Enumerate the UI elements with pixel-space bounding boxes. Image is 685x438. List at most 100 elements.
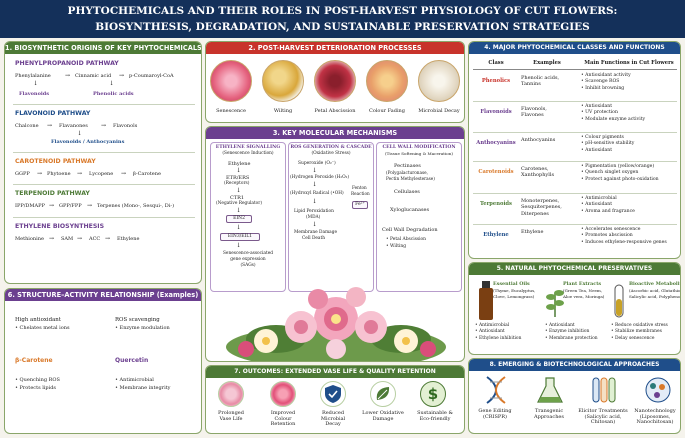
- mech-xyloglucanases: Xyloglucanases: [390, 207, 430, 213]
- divider: [13, 184, 195, 185]
- node-p-coumaroyl: p-Coumaroyl-CoA: [129, 73, 174, 79]
- class-function: • Inhibit browning: [581, 85, 625, 91]
- arrow-down: ↓: [312, 221, 318, 228]
- preservative-examples: Salicylic acid, Polyphenols): [629, 293, 681, 299]
- header-rule: [473, 69, 677, 70]
- arrow-down: ↓: [236, 167, 242, 174]
- arrow: →: [121, 170, 127, 177]
- node-phenylalanine: Phenylalanine: [15, 73, 51, 79]
- class-example: Tannins: [521, 81, 541, 88]
- mech-negative-regulator: (Negative Regulator): [216, 201, 263, 206]
- label-microbial-decay: Microbial Decay: [418, 108, 460, 114]
- class-function: • Antioxidant: [581, 104, 613, 109]
- flower-icon: [270, 381, 296, 407]
- mech-petal-abscission: • Petal Abscission: [386, 237, 427, 242]
- node-gpp-fpp: GPP/FPP: [59, 203, 82, 209]
- preservative-benefit: • Reduce oxidative stress: [611, 323, 668, 328]
- panel-structure-activity: 6. STRUCTURE–ACTIVITY RELATIONSHIP (Exam…: [4, 288, 202, 434]
- arrow-down: ↓: [312, 181, 318, 188]
- class-function: • Antioxidant: [581, 147, 613, 153]
- mech-membrane-damage: Membrane Damage: [294, 230, 337, 235]
- preservative-examples: Aloe vera, Moringa): [563, 293, 605, 299]
- panel-4-title: 4. MAJOR PHYTOCHEMICAL CLASSES AND FUNCT…: [469, 42, 680, 54]
- phenylpropanoid-heading: PHENYLPROPANOID PATHWAY: [15, 60, 119, 67]
- class-name: Terpenoids: [480, 201, 512, 207]
- approach-gene-editing: Gene Editing(CRISPR): [478, 408, 512, 420]
- node-ipp-dmapp: IPP/DMAPP: [15, 203, 45, 209]
- panel-5-title: 5. NATURAL PHYTOCHEMICAL PRESERVATIVES: [469, 263, 680, 275]
- colour-fading-image: [366, 60, 408, 102]
- arrow-down: ↓: [77, 130, 83, 137]
- panel-deterioration: 2. POST-HARVEST DETERIORATION PROCESSES …: [205, 41, 465, 123]
- node-phytoene: Phytoene: [47, 171, 71, 177]
- dollar-icon: $: [420, 381, 446, 407]
- class-example: Monoterpenes,: [521, 198, 560, 204]
- ros-box: [288, 142, 374, 292]
- mech-receptors: (Receptors): [224, 181, 250, 186]
- mech-fenton-2: Reaction: [351, 191, 370, 196]
- arrow-down: ↓: [236, 207, 242, 214]
- test-tube-icon: [614, 284, 624, 318]
- class-function: • Protect against photo-oxidation: [581, 176, 659, 182]
- mech-superoxide: Superoxide (O₂⁻): [298, 161, 336, 166]
- carotenoid-heading: CAROTENOID PATHWAY: [15, 158, 96, 165]
- panel-biosynthetic-origins: 1. BIOSYNTHETIC ORIGINS OF KEY PHYTOCHEM…: [4, 41, 202, 284]
- label-petal-abscission: Petal Abscission: [314, 108, 356, 114]
- node-terpenes: Terpenes (Mono-, Sesqui-, Di-): [97, 203, 175, 209]
- class-example: Flavones: [521, 112, 544, 119]
- arrow-down: ↓: [33, 80, 39, 87]
- ethylene-heading: ETHYLENE BIOSYNTHESIS: [15, 223, 105, 230]
- title-banner: PHYTOCHEMICALS AND THEIR ROLES IN POST-H…: [0, 0, 685, 38]
- node-flavonoids: Flavonoids: [19, 91, 50, 97]
- label-colour-fading: Colour Fading: [369, 108, 405, 114]
- preservative-benefit: • Antioxidant: [475, 329, 505, 335]
- oil-bottle-icon: [479, 281, 493, 320]
- arrow: →: [37, 170, 43, 177]
- mech-etr: ETR/ERS: [226, 175, 250, 181]
- node-beta-carotene: β-Carotene: [133, 171, 161, 177]
- mech-pme: Pectin Methylesterase): [386, 176, 435, 181]
- class-function: • Pigmentation (yellow/orange): [581, 164, 655, 169]
- arrow: →: [119, 72, 125, 79]
- preservative-examples: Clove, Lemongrass): [493, 293, 535, 299]
- panel-1-title: 1. BIOSYNTHETIC ORIGINS OF KEY PHYTOCHEM…: [5, 42, 202, 54]
- class-function: • pH-sensitive stability: [581, 141, 635, 147]
- mech-h2o2: (Hydrogen Peroxide (H₂O₂): [290, 175, 350, 180]
- divider: [13, 152, 195, 153]
- mech-mda: (MDA): [306, 215, 321, 220]
- sar-protects-lipids: • Protects lipids: [15, 385, 57, 391]
- panel-7-title: 7. OUTCOMES: EXTENDED VASE LIFE & QUALIT…: [206, 366, 464, 378]
- node-cinnamic-acid: Cinnamic acid: [75, 73, 112, 79]
- class-name: Anthocyanins: [476, 140, 516, 146]
- wilting-image: [262, 60, 304, 102]
- class-example: Ethylene: [521, 229, 544, 235]
- shield-icon: [320, 381, 346, 407]
- arrow: →: [105, 235, 111, 242]
- divider: [13, 217, 195, 218]
- preservative-benefit: • Antioxidant: [545, 323, 575, 328]
- panel-8-title: 8. EMERGING & BIOTECHNOLOGICAL APPROACHE…: [469, 359, 680, 371]
- sar-quenching: • Quenching ROS: [15, 377, 60, 383]
- arrow: →: [65, 72, 71, 79]
- preservative-benefit: • Membrane protection: [545, 335, 598, 341]
- title-line-2: BIOSYNTHESIS, DEGRADATION, AND SUSTAINAB…: [95, 21, 590, 33]
- approach-nanotechnology: Nanotechnology(Liposomes,Nanochitosan): [634, 408, 676, 426]
- arrow: →: [49, 235, 55, 242]
- panel-3-title: 3. KEY MOLECULAR MECHANISMS: [206, 127, 464, 139]
- sar-membrane-integrity: • Membrane integrity: [115, 385, 171, 391]
- sar-chelates: • Chelates metal ions: [15, 325, 70, 331]
- arrow-down: ↓: [236, 224, 242, 231]
- ros-sub: (Oxidative Stress): [311, 151, 351, 156]
- preservative-benefit: • Stabilize membranes: [611, 329, 662, 335]
- sar-ros-scavenging: ROS scavenging: [115, 317, 160, 323]
- ethylene-signalling-heading: ETHYLENE SIGNALLING: [215, 145, 281, 150]
- node-phenolic-acids: Phenolic acids: [93, 91, 134, 97]
- arrow: →: [47, 122, 53, 129]
- node-flavonoids-anthocyanins: Flavonoids / Anthocyanins: [51, 139, 125, 145]
- row-divider: [473, 101, 677, 102]
- node-ethylene: Ethylene: [117, 236, 140, 242]
- mech-sag-2: gene expression: [230, 257, 266, 262]
- mech-cell-wall-degradation: Cell Wall Degradation: [382, 227, 438, 233]
